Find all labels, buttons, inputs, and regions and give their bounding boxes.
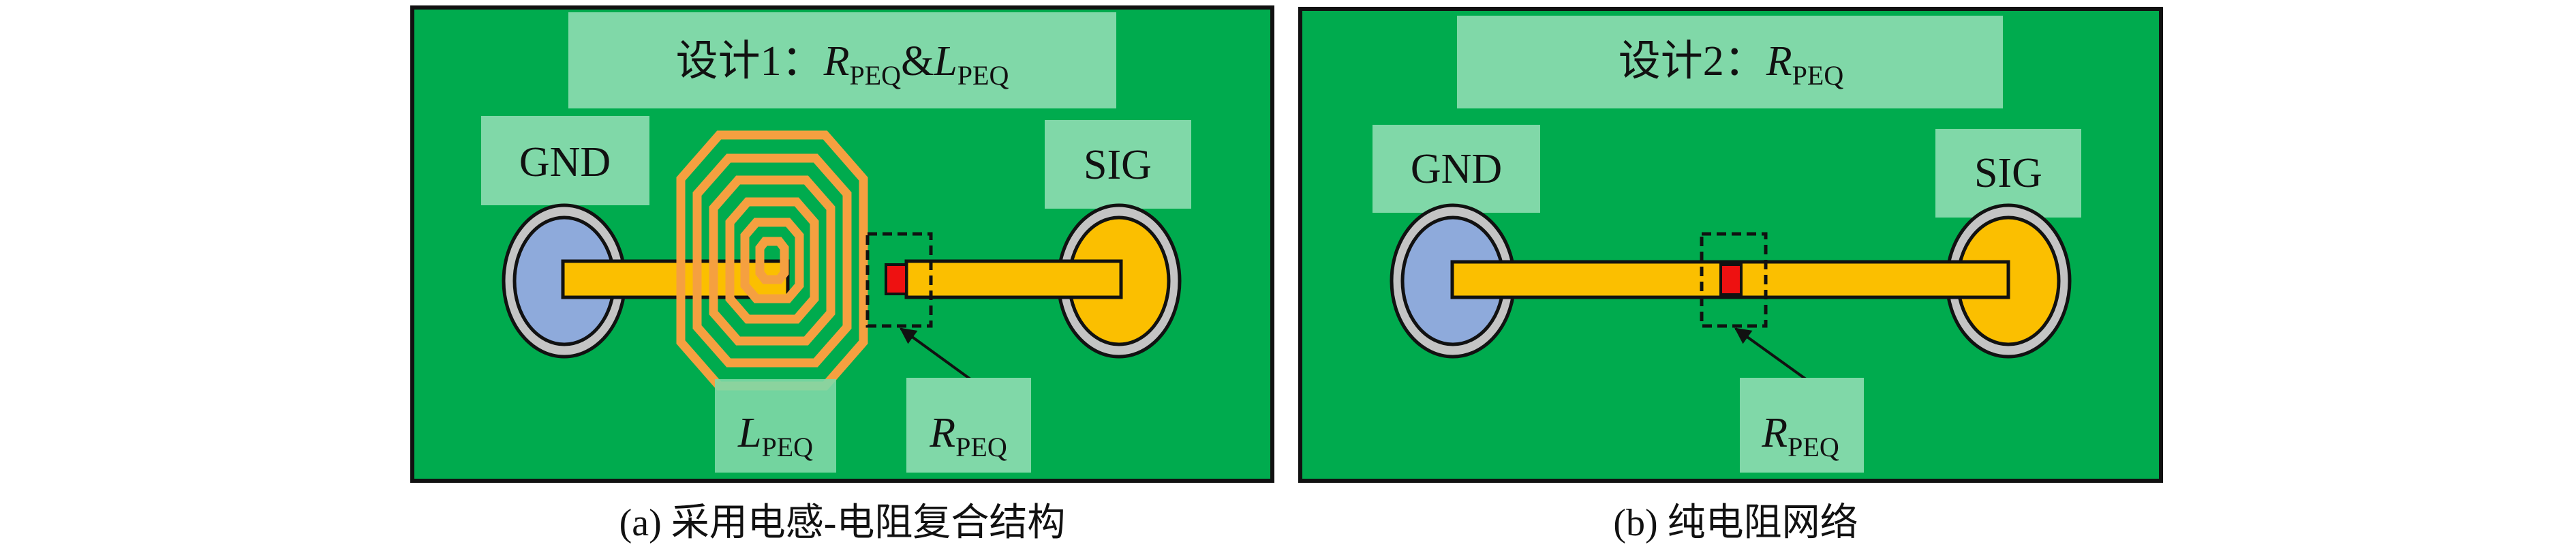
trace-right-a <box>904 259 1123 299</box>
caption-a: (a) 采用电感-电阻复合结构 <box>619 502 1066 544</box>
title-box-a <box>568 12 1116 108</box>
gnd-label-box-b <box>1373 125 1540 213</box>
spiral-turn <box>740 218 804 303</box>
r-label-box-b <box>1740 378 1864 473</box>
sig-label-b: SIG <box>1974 150 2042 196</box>
sig-label-a: SIG <box>1084 142 1152 188</box>
title-box-b <box>1457 16 2003 108</box>
l-label-a: LPEQ <box>737 410 813 462</box>
r-label-b: RPEQ <box>1761 410 1839 462</box>
resistor-a <box>885 263 908 295</box>
gnd-label-a: GND <box>519 139 611 185</box>
gnd-label-b: GND <box>1411 146 1502 192</box>
resistor-highlight-box-a <box>865 232 933 328</box>
resistor-highlight-box-b <box>1700 232 1768 328</box>
spiral-turn <box>755 237 789 284</box>
gnd-label-box-a <box>481 116 649 205</box>
spiral-turn <box>692 153 852 368</box>
title-a: 设计1：RPEQ&LPEQ <box>676 38 1009 91</box>
caption-b: (b) 纯电阻网络 <box>1613 502 1858 544</box>
trace-left-a <box>561 259 790 299</box>
sig-label-box-a <box>1045 120 1191 209</box>
r-label-a: RPEQ <box>929 410 1007 462</box>
title-b: 设计2：RPEQ <box>1619 38 1844 91</box>
resistor-arrow-a <box>900 327 972 381</box>
panel-b: 设计2：RPEQ GND SIG RPEQ (b) 纯电阻网络 <box>1298 7 2163 544</box>
spiral-turn <box>709 175 835 346</box>
r-label-box-a <box>906 378 1031 473</box>
resistor-b <box>1719 263 1743 296</box>
panel-a: 设计1：RPEQ&LPEQ GND SIG LPEQ RPEQ (a) 采用电感… <box>410 5 1274 544</box>
sig-label-box-b <box>1935 129 2081 218</box>
spiral-turn <box>725 197 819 324</box>
resistor-arrow-b <box>1734 327 1807 381</box>
l-label-box-a <box>715 379 836 473</box>
